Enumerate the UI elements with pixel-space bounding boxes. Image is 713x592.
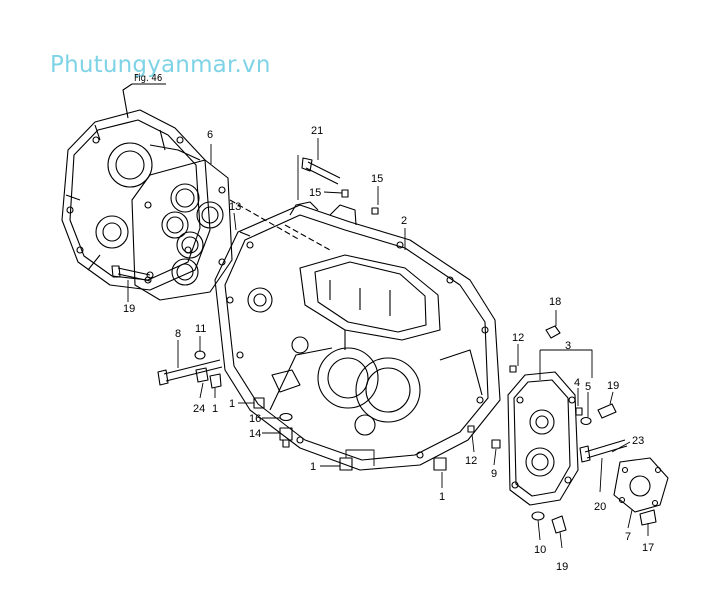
callout-4: 4 [574,377,580,389]
callout-6: 6 [207,129,213,141]
callout-5: 5 [585,381,591,393]
main-case-2 [214,201,501,471]
callout-12b: 12 [465,455,477,467]
callout-2: 2 [401,215,407,227]
callout-1d: 1 [439,491,445,503]
callout-20: 20 [594,501,606,513]
callout-16: 16 [249,413,261,425]
callout-1a: 1 [212,403,218,415]
callout-15b: 15 [371,173,383,185]
callout-21: 19 [123,303,135,315]
callout-10: 10 [534,544,546,556]
callout-9: 9 [491,468,497,480]
callout-13: 13 [229,201,241,213]
callout-18: 18 [549,296,561,308]
fasteners [111,157,657,534]
callout-8: 8 [175,328,181,340]
callout-17: 17 [642,542,654,554]
callout-11: 11 [195,323,206,335]
fig-ref-leader [122,83,166,119]
callout-23: 23 [632,435,644,447]
cover-plate-7 [613,457,669,513]
callout-3: 3 [565,340,571,352]
callout-19b: 19 [556,561,568,573]
callout-7: 7 [625,531,631,543]
callout-12a: 12 [512,332,524,344]
callout-1c: 1 [310,461,316,473]
figure-reference: Fig. 46 [134,73,163,84]
callout-24: 24 [193,403,205,415]
watermark: Phutungyanmar.vn [50,52,271,78]
callout-22: 21 [311,125,323,137]
callout-15a: 15 [309,187,321,199]
callout-14: 14 [249,428,261,440]
leader-lines [127,138,649,549]
callout-19a: 19 [607,380,619,392]
left-housing [61,109,211,291]
side-cover-3 [507,371,579,506]
callout-1b: 1 [229,398,235,410]
callout-labels: 6 13 21 15 15 2 19 8 11 24 1 1 16 14 1 1… [123,125,654,573]
bearing-plate-6 [131,159,233,301]
